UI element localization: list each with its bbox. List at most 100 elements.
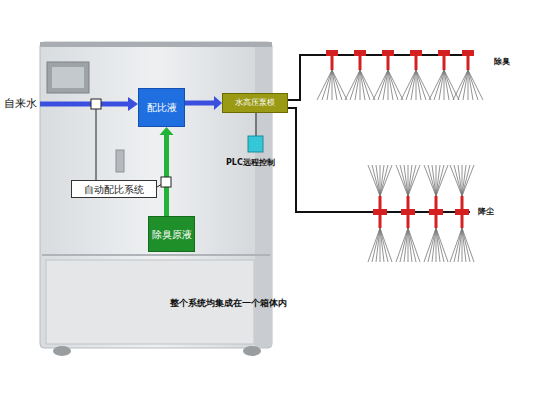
spray-line: [383, 70, 388, 100]
nozzle-tee: [410, 50, 422, 56]
arrow-head: [128, 97, 138, 111]
spray-line: [376, 228, 380, 262]
spray-line: [453, 70, 468, 100]
wheel: [53, 346, 71, 356]
spray-line: [468, 70, 478, 100]
spray-line: [404, 228, 408, 262]
spray-line: [396, 165, 408, 196]
text-label: PLC远程控制: [226, 157, 275, 168]
nozzle-stem: [379, 196, 382, 228]
nozzle-tee: [354, 50, 366, 56]
nozzle-stem: [359, 55, 362, 70]
node-text: 配比液: [147, 102, 177, 113]
spray-line: [378, 70, 388, 100]
spray-line: [372, 228, 380, 262]
spray-line: [462, 165, 470, 196]
spray-line: [462, 228, 463, 262]
text-label: 除臭: [494, 56, 510, 67]
spray-line: [416, 70, 417, 100]
spray-line: [408, 165, 420, 196]
spray-line: [345, 70, 360, 100]
spray-line: [360, 70, 365, 100]
pipe: [288, 108, 470, 212]
spray-line: [360, 70, 375, 100]
nozzle-tee: [326, 50, 338, 56]
spray-line: [372, 165, 380, 196]
spray-line: [400, 165, 408, 196]
pipe: [288, 55, 470, 100]
cabinet-top: [40, 42, 272, 47]
nozzle-cross: [373, 209, 387, 215]
wire: [157, 184, 162, 187]
flow-line: [185, 101, 215, 106]
arrow-head: [160, 127, 174, 135]
spray-line: [436, 228, 440, 262]
spray-line: [388, 70, 398, 100]
spray-line: [444, 70, 449, 100]
spray-line: [462, 228, 470, 262]
spray-line: [429, 70, 444, 100]
spray-line: [380, 165, 388, 196]
node-text: 自动配比系统: [84, 184, 144, 195]
spray-line: [332, 70, 347, 100]
nozzle-stem: [331, 55, 334, 70]
nozzle-stem: [435, 196, 438, 228]
nozzle-cross: [401, 209, 415, 215]
spray-line: [388, 70, 393, 100]
spray-line: [416, 70, 421, 100]
mixing-box: 配比液: [138, 88, 185, 127]
spray-line: [332, 70, 342, 100]
nozzle-stem: [443, 55, 446, 70]
spray-line: [444, 70, 454, 100]
nozzle-stem: [467, 55, 470, 70]
valve-square: [91, 99, 101, 109]
spray-line: [436, 165, 437, 196]
spray-line: [408, 165, 412, 196]
spray-line: [424, 228, 436, 262]
spray-line: [436, 228, 448, 262]
flow-line: [164, 134, 169, 216]
nozzle-tee: [382, 50, 394, 56]
wire: [96, 109, 97, 180]
spray-line: [458, 228, 462, 262]
concentrate-box: 除臭原液: [148, 216, 195, 252]
spray-line: [463, 70, 468, 100]
nozzle-stem: [461, 196, 464, 228]
spray-line: [388, 70, 389, 100]
spray-line: [434, 70, 444, 100]
spray-line: [462, 165, 474, 196]
plc-module: [248, 136, 263, 152]
spray-line: [450, 165, 462, 196]
spray-line: [416, 70, 426, 100]
spray-line: [468, 70, 483, 100]
spray-line: [428, 228, 436, 262]
gauge: [116, 150, 124, 172]
spray-line: [380, 228, 388, 262]
spray-line: [458, 70, 468, 100]
valve-square: [161, 177, 171, 187]
spray-line: [380, 228, 381, 262]
flow-arrow: [185, 96, 222, 110]
spray-line: [350, 70, 360, 100]
spray-line: [436, 228, 444, 262]
water-arrow: [40, 102, 128, 107]
spray-line: [406, 70, 416, 100]
spray-line: [380, 228, 392, 262]
spray-line: [360, 70, 361, 100]
spray-line: [458, 165, 462, 196]
text-label: 整个系统均集成在一个箱体内: [170, 297, 287, 310]
spray-line: [408, 228, 420, 262]
spray-line: [436, 165, 448, 196]
spray-line: [380, 165, 381, 196]
nozzle-stem: [415, 55, 418, 70]
spray-line: [444, 70, 445, 100]
control-screen: [47, 62, 89, 93]
spray-line: [468, 70, 473, 100]
node-text: 水高压泵模: [235, 99, 275, 108]
spray-line: [408, 165, 416, 196]
text-label: 降尘: [478, 206, 494, 217]
spray-line: [444, 70, 459, 100]
